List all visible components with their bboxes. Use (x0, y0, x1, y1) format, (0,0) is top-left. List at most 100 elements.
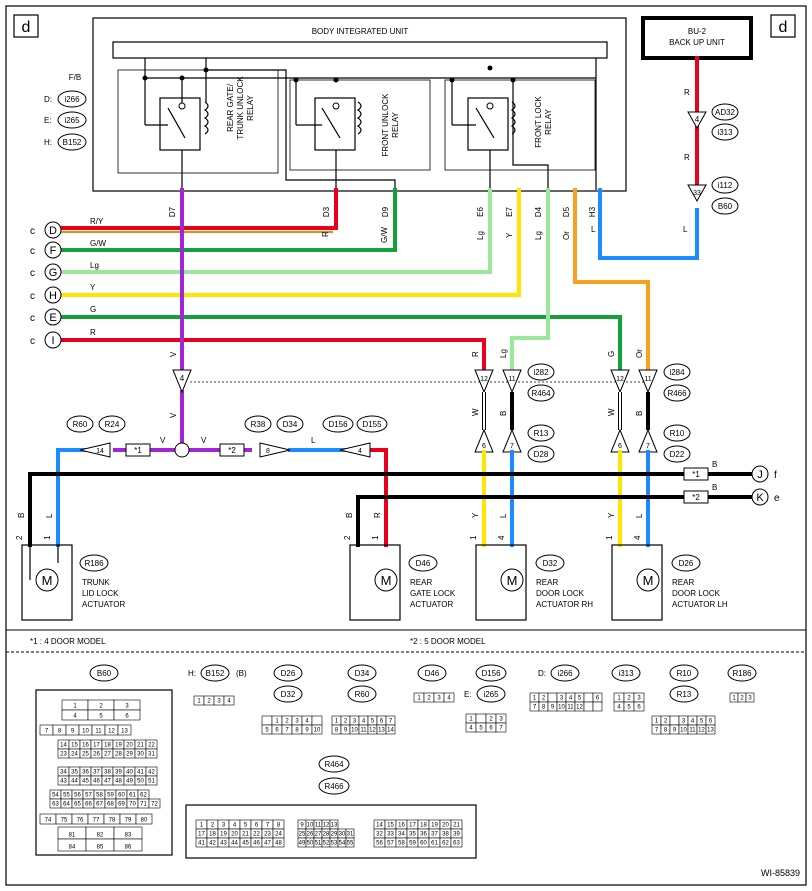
pin-number: 6 (255, 823, 259, 829)
pin-number: 2 (489, 717, 493, 723)
pin-number: 1 (617, 696, 621, 702)
pin-number: 42 (148, 770, 155, 776)
bus-c-d: c (30, 226, 35, 237)
endpoint-k: K (756, 492, 764, 504)
pin-cell (450, 837, 463, 848)
relay-1-label-l2: TRUNK UNLOCK (236, 76, 245, 140)
pin-number: 61 (129, 793, 136, 799)
actuator-rear-gate: 2 1 M D46 REAR GATE LOCK ACTUATOR (343, 535, 456, 621)
act-trunk-l3: ACTUATOR (82, 600, 125, 609)
legend-d-prefix: D: (538, 669, 546, 678)
wire-label-lg-d4: Lg (534, 231, 543, 240)
legend-d26: D26 (281, 669, 296, 678)
pin-number: 20 (126, 743, 133, 749)
conn-d46: D46 (416, 559, 431, 568)
pin-number: 29 (126, 752, 133, 758)
pin-number: 41 (137, 770, 144, 776)
pin-number: 10 (351, 728, 358, 734)
pin-number: 2 (740, 696, 744, 702)
pin-number: 65 (74, 802, 81, 808)
pin-cell (495, 722, 507, 733)
pin-number: 3 (222, 823, 226, 829)
pin-number: 6 (380, 719, 384, 725)
pin-cell (633, 701, 645, 712)
bus-c-h: c (30, 291, 35, 302)
endpoint-j: J (757, 469, 763, 481)
pin-d5: D5 (562, 206, 571, 217)
pin-number: 2 (627, 696, 631, 702)
act-gate-l3: ACTUATOR (410, 600, 453, 609)
pin-number: 76 (77, 818, 84, 824)
pin-d7: D7 (168, 206, 177, 217)
relay-rear-gate-trunk-unlock: REAR GATE/ TRUNK UNLOCK RELAY (117, 67, 279, 174)
pin-number: 35 (71, 770, 78, 776)
pin-11-lh: 11 (644, 376, 651, 383)
relay-2-label-l1: FRONT UNLOCK (381, 93, 390, 157)
pin-number: 18 (420, 823, 427, 829)
wire-label-gw: G/W (90, 239, 106, 248)
pin-number: 4 (227, 699, 231, 705)
star-2-v: *2 (228, 446, 236, 455)
pin-number: 9 (71, 729, 75, 735)
pin-number: 13 (121, 729, 128, 735)
legend-r60: R60 (355, 690, 370, 699)
wire-label-l-trunk: L (45, 513, 54, 518)
wire-label-r-gate: R (373, 512, 382, 518)
pin-number: 2 (285, 719, 289, 725)
relay-front-lock: FRONT LOCK RELAY (444, 65, 596, 171)
pin-number: 34 (60, 770, 67, 776)
pin-number: 10 (680, 728, 687, 734)
rh-pin-1: 1 (469, 535, 478, 540)
legend-i266: i266 (557, 669, 573, 678)
endpoint-j-to: f (774, 470, 777, 481)
legend-i265: i265 (483, 690, 499, 699)
pin-number: 11 (689, 728, 696, 734)
wire-label-v-top: V (169, 351, 178, 357)
pin-number: 78 (109, 818, 116, 824)
pin-7-lh: 7 (646, 443, 650, 450)
pin-number: 4 (362, 719, 366, 725)
lh-pin-4: 4 (633, 535, 642, 540)
pin-number: 27 (315, 832, 322, 838)
pin-number: 1 (335, 719, 339, 725)
pin-number: 45 (242, 841, 249, 847)
bu2-label-l1: BU-2 (688, 27, 707, 36)
pin-number: 11 (360, 728, 367, 734)
act-rh-l2: DOOR LOCK (536, 589, 585, 598)
pin-number: 12 (576, 705, 583, 711)
pin-number: 43 (220, 841, 227, 847)
pin-number: 7 (389, 719, 393, 725)
pin-number: 2 (664, 719, 668, 725)
pin-number: 2 (427, 696, 431, 702)
pin-cell (443, 692, 455, 703)
wire-label-r-bu2b: R (684, 153, 690, 162)
pin-number: 3 (295, 719, 299, 725)
pin-number: 42 (209, 841, 216, 847)
pin-number: 83 (125, 833, 132, 839)
pin-number: 6 (637, 705, 641, 711)
pin-number: 62 (442, 841, 449, 847)
body-integrated-unit: BODY INTEGRATED UNIT REAR GATE/ TRUNK UN… (92, 17, 627, 217)
pin-number: 6 (275, 728, 279, 734)
pin-number: 8 (277, 823, 281, 829)
pin-number: 62 (140, 793, 147, 799)
pin-number: 45 (82, 779, 89, 785)
fb-row-3-id: B152 (63, 138, 82, 147)
pin-number: 5 (627, 705, 631, 711)
pin-cell (311, 724, 323, 735)
pin-number: 58 (398, 841, 405, 847)
pin-number: 39 (453, 832, 460, 838)
pin-number: 5 (371, 719, 375, 725)
trunk-pin-1: 1 (43, 535, 52, 540)
legend-d32: D32 (281, 690, 296, 699)
junction-v (174, 442, 190, 458)
pin-number: 21 (242, 832, 249, 838)
relay-1-label-l1: REAR GATE/ (226, 83, 235, 132)
wire-label-v-left: V (160, 436, 166, 445)
pin-number: 3 (217, 699, 221, 705)
pin-number: 12 (108, 729, 115, 735)
pin-number: 54 (52, 793, 59, 799)
pin-number: 19 (220, 832, 227, 838)
